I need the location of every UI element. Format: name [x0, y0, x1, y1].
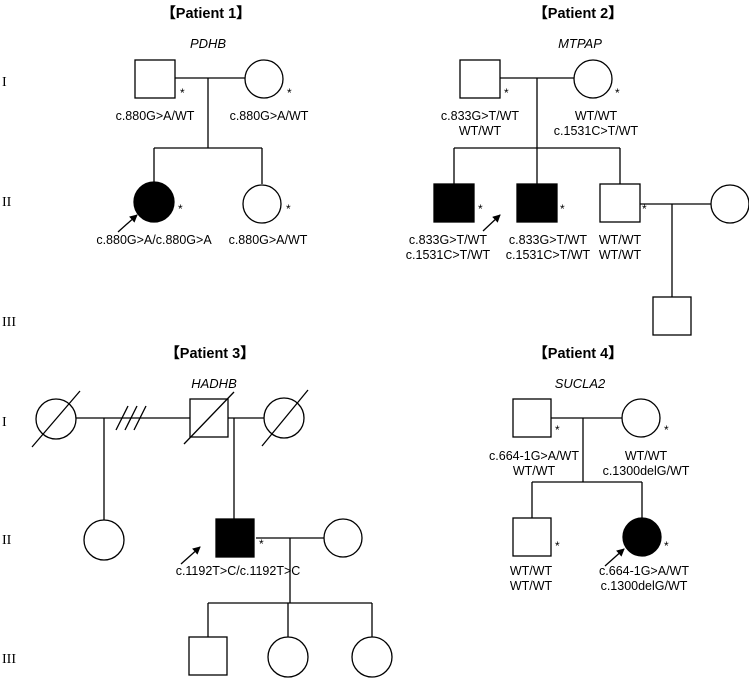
brother-genotype-line-1: WT/WT	[510, 564, 553, 578]
generation-label-I-top: I	[2, 75, 7, 90]
generation-label-III-top: III	[2, 315, 16, 330]
child-male-symbol	[188, 636, 228, 676]
sister-female-symbol	[242, 184, 282, 224]
tested-star: *	[178, 202, 183, 216]
tested-star: *	[560, 202, 565, 216]
mother-female-symbol	[244, 59, 284, 99]
spouse-female-symbol	[323, 518, 363, 558]
pedigree-patient-1: 【Patient 1】 PDHB * * * * c.880G>A/WT c.8…	[96, 5, 308, 247]
spouse-female-symbol	[710, 184, 749, 224]
father-male-symbol	[459, 59, 501, 99]
proband-genotype-line-1: c.664-1G>A/WT	[599, 564, 689, 578]
mother-genotype-line-2: c.1531C>T/WT	[554, 124, 639, 138]
proband-genotype-line-2: c.1300delG/WT	[601, 579, 688, 593]
brother-1-genotype-line-2: c.1531C>T/WT	[406, 248, 491, 262]
tested-star: *	[664, 539, 669, 553]
half-sister-female-symbol	[83, 519, 125, 561]
father-genotype: c.880G>A/WT	[116, 109, 195, 123]
proband-arrow	[180, 546, 201, 565]
tested-star: *	[287, 86, 292, 100]
patient-1-title: 【Patient 1】	[161, 5, 250, 22]
tested-star: *	[286, 202, 291, 216]
generation-label-III-bottom: III	[2, 652, 16, 667]
brother-male-symbol	[512, 517, 552, 557]
proband-genotype-line-1: c.833G>T/WT	[509, 233, 588, 247]
father-genotype-line-2: WT/WT	[513, 464, 556, 478]
child-female-symbol	[267, 636, 309, 678]
proband-genotype-line-2: c.1531C>T/WT	[506, 248, 591, 262]
proband-genotype: c.880G>A/c.880G>A	[96, 233, 212, 247]
deceased-slash	[261, 389, 309, 447]
proband-affected-female-symbol	[622, 517, 662, 557]
father-genotype-line-1: c.664-1G>A/WT	[489, 449, 579, 463]
patient-3-title: 【Patient 3】	[165, 345, 254, 362]
proband-genotype: c.1192T>C/c.1192T>C	[176, 564, 301, 578]
pedigree-patient-2: 【Patient 2】 MTPAP * * * * * c.833G>T/WT …	[406, 5, 749, 336]
father-genotype-line-1: c.833G>T/WT	[441, 109, 520, 123]
deceased-slash	[183, 391, 235, 445]
mother-genotype-line-1: WT/WT	[625, 449, 668, 463]
brother-3-genotype-line-1: WT/WT	[599, 233, 642, 247]
brother-3-genotype-line-2: WT/WT	[599, 248, 642, 262]
patient-1-gene: PDHB	[190, 36, 226, 51]
brother-1-genotype-line-1: c.833G>T/WT	[409, 233, 488, 247]
tested-star: *	[478, 202, 483, 216]
pedigree-patient-3: 【Patient 3】 HADHB * c.1192T>C/c.1192T>C	[31, 345, 393, 678]
tested-star: *	[180, 86, 185, 100]
father-male-symbol	[512, 398, 552, 438]
patient-2-gene: MTPAP	[558, 36, 602, 51]
mother-genotype-line-2: c.1300delG/WT	[603, 464, 690, 478]
divorce-slash	[133, 405, 147, 431]
proband-arrow	[117, 214, 138, 233]
father-genotype-line-2: WT/WT	[459, 124, 502, 138]
grandchild-male-symbol	[652, 296, 692, 336]
patient-3-gene: HADHB	[191, 376, 237, 391]
tested-star: *	[555, 539, 560, 553]
sister-genotype: c.880G>A/WT	[229, 233, 308, 247]
tested-star: *	[555, 423, 560, 437]
child-female-symbol	[351, 636, 393, 678]
affected-brother-male-symbol	[433, 183, 475, 223]
tested-star: *	[664, 423, 669, 437]
patient-4-gene: SUCLA2	[555, 376, 606, 391]
mother-female-symbol	[573, 59, 613, 99]
tested-star: *	[259, 537, 264, 551]
tested-star: *	[642, 202, 647, 216]
generation-label-II-top: II	[2, 195, 12, 210]
mother-female-symbol	[621, 398, 661, 438]
divorce-slash	[115, 405, 129, 431]
father-male-symbol	[134, 59, 176, 99]
deceased-female-symbol	[263, 397, 305, 439]
proband-affected-female-symbol	[133, 181, 175, 223]
proband-affected-male-symbol	[516, 183, 558, 223]
mother-genotype-line-1: WT/WT	[575, 109, 618, 123]
proband-affected-male-symbol	[215, 518, 255, 558]
tested-star: *	[504, 86, 509, 100]
mother-genotype: c.880G>A/WT	[230, 109, 309, 123]
generation-label-I-bottom: I	[2, 415, 7, 430]
patient-4-title: 【Patient 4】	[533, 345, 622, 362]
deceased-slash	[31, 390, 81, 448]
patient-2-title: 【Patient 2】	[533, 5, 622, 22]
proband-arrow	[482, 214, 501, 232]
proband-arrow	[604, 548, 625, 567]
tested-star: *	[615, 86, 620, 100]
brother-genotype-line-2: WT/WT	[510, 579, 553, 593]
pedigree-patient-4: 【Patient 4】 SUCLA2 * * * * c.664-1G>A/WT…	[489, 345, 690, 593]
brother-male-symbol	[599, 183, 641, 223]
divorce-slash	[124, 405, 138, 431]
generation-label-II-bottom: II	[2, 533, 12, 548]
